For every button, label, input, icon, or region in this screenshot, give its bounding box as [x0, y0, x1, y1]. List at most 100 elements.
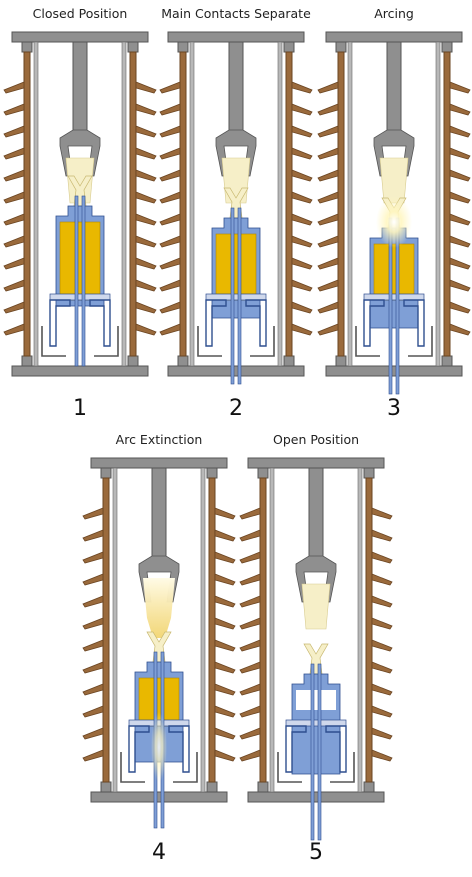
top-plate: [247, 457, 385, 469]
panel-number: 3: [387, 396, 401, 421]
insulator-shed: [449, 169, 471, 182]
top-flange-left: [21, 41, 33, 53]
insulator-shed: [371, 727, 393, 740]
insulator-shed: [82, 749, 104, 762]
top-flange-left: [100, 467, 112, 479]
terminal-left: [120, 752, 145, 783]
insulator-shed: [371, 573, 393, 586]
bottom-plate: [247, 791, 385, 803]
insulator-shed: [82, 551, 104, 564]
insulator-shed: [317, 191, 339, 204]
insulator-shed: [214, 727, 236, 740]
breaker-diagram-open: [239, 457, 393, 841]
insulator-shed: [135, 323, 157, 336]
insulator-shed: [3, 213, 25, 226]
panel-title: Open Position: [272, 432, 360, 447]
breaker-diagram-closed: [3, 31, 157, 377]
bottom-plate: [11, 365, 149, 377]
insulator-shed: [3, 81, 25, 94]
insulator-shed: [159, 323, 181, 336]
insulator-shed: [3, 235, 25, 248]
insulator-shed: [291, 213, 313, 226]
sf6-gas: [215, 233, 257, 301]
insulator-shed: [449, 301, 471, 314]
insulator-shed: [449, 257, 471, 270]
insulator-shed: [371, 551, 393, 564]
top-flange-left: [257, 467, 269, 479]
panel-number: 2: [229, 396, 243, 421]
insulator-shed: [317, 103, 339, 116]
insulator-shed: [291, 103, 313, 116]
fixed-contact-rod: [228, 41, 244, 143]
insulator-shed: [82, 705, 104, 718]
insulator-shed: [449, 323, 471, 336]
insulator-shed: [159, 235, 181, 248]
insulator-shed: [214, 551, 236, 564]
insulator-shed: [449, 125, 471, 138]
insulator-shed: [449, 213, 471, 226]
insulator-shed: [371, 705, 393, 718]
insulator-shed: [214, 507, 236, 520]
top-flange-left: [335, 41, 347, 53]
guide-left: [285, 725, 307, 773]
piston-plate: [205, 293, 267, 301]
arc-glow: [376, 196, 412, 248]
insulator-shed: [291, 191, 313, 204]
insulator-shed: [239, 727, 261, 740]
panel-title: Arcing: [374, 6, 414, 21]
insulator-shed: [159, 301, 181, 314]
insulator-shed: [291, 257, 313, 270]
insulator-shed: [291, 147, 313, 160]
inner-wall-right: [357, 467, 363, 793]
panel-title: Arc Extinction: [115, 432, 203, 447]
piston-plate: [49, 293, 111, 301]
insulator-shed: [82, 573, 104, 586]
inner-wall-right: [435, 41, 441, 367]
insulator-shed: [239, 573, 261, 586]
insulator-shed: [214, 683, 236, 696]
insulator-shed: [82, 507, 104, 520]
insulator-shed: [214, 529, 236, 542]
insulator-shed: [214, 573, 236, 586]
terminal-right: [408, 326, 433, 357]
insulator-shed: [82, 529, 104, 542]
insulator-shed: [291, 279, 313, 292]
insulator-column-left: [259, 477, 267, 783]
inner-wall-left: [347, 41, 353, 367]
insulator-shed: [449, 191, 471, 204]
top-plate: [11, 31, 149, 43]
insulator-shed: [159, 103, 181, 116]
insulator-column-right: [129, 51, 137, 357]
insulator-column-left: [23, 51, 31, 357]
insulator-column-right: [285, 51, 293, 357]
inner-wall-right: [121, 41, 127, 367]
breaker-diagram-arcing: [317, 31, 471, 395]
residual-glow: [151, 712, 167, 782]
insulator-shed: [159, 169, 181, 182]
insulator-shed: [239, 661, 261, 674]
insulator-shed: [239, 639, 261, 652]
arc-chamber-gas: [143, 578, 175, 638]
inner-wall-left: [112, 467, 118, 793]
insulator-shed: [135, 213, 157, 226]
inner-wall-right: [277, 41, 283, 367]
guide-left: [128, 725, 150, 773]
arc-chamber-gas: [221, 157, 251, 204]
insulator-shed: [371, 683, 393, 696]
panel-number: 5: [309, 840, 323, 865]
bottom-flange-left: [257, 781, 269, 793]
bottom-flange-right: [441, 355, 453, 367]
moving-contact-rod: [230, 207, 235, 385]
terminal-right: [250, 326, 275, 357]
fixed-contact-rod: [72, 41, 88, 143]
insulator-shed: [214, 617, 236, 630]
insulator-shed: [3, 169, 25, 182]
insulator-column-left: [337, 51, 345, 357]
insulator-shed: [82, 595, 104, 608]
insulator-shed: [317, 81, 339, 94]
insulator-shed: [159, 147, 181, 160]
insulator-shed: [3, 301, 25, 314]
arc-chamber-gas: [65, 157, 95, 204]
moving-contact-rod: [81, 195, 86, 367]
insulator-shed: [239, 595, 261, 608]
